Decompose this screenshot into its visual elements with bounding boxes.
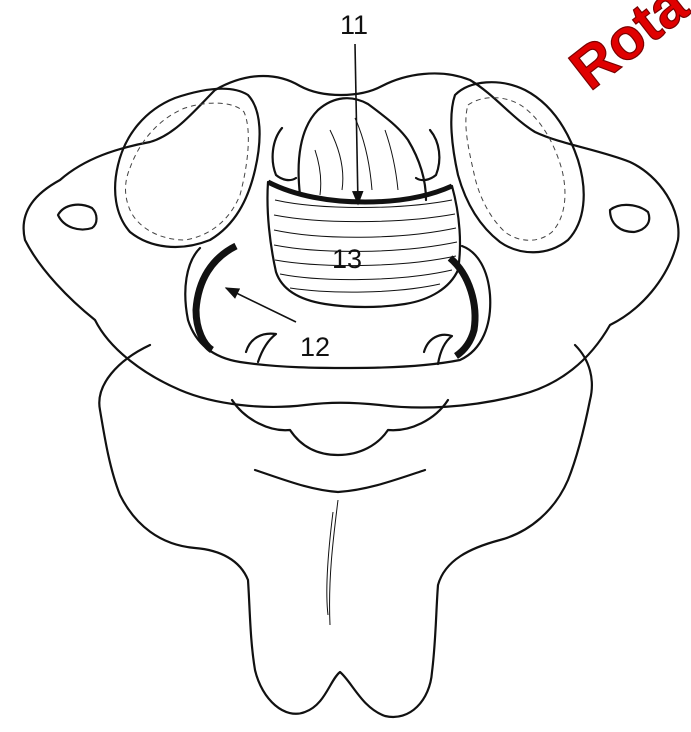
dens [299, 98, 426, 200]
axis-vertebra-body [99, 345, 592, 717]
right-foramen-hook [424, 335, 452, 364]
left-transverse-foramen [58, 205, 97, 230]
right-articular-facet [451, 82, 583, 252]
ligament-fibers [274, 200, 457, 292]
spinous-process-cleft [330, 500, 338, 625]
label-11: 11 [340, 10, 368, 40]
arrow-12 [226, 288, 296, 322]
dens-left-hook [273, 128, 296, 180]
left-synovial-cavity [196, 246, 236, 350]
dens-right-hook [416, 130, 439, 180]
right-synovial-cavity [450, 258, 475, 356]
left-foramen-hook [246, 334, 276, 362]
right-transverse-foramen [610, 205, 649, 232]
atlas-ring [24, 73, 679, 407]
left-facet-outline [126, 103, 249, 240]
right-facet-outline [466, 98, 565, 241]
left-articular-facet [115, 89, 259, 247]
label-12: 12 [300, 332, 330, 362]
rota-watermark: Rota [558, 0, 691, 102]
label-13: 13 [332, 244, 362, 274]
axis-lamina-lower [255, 470, 425, 492]
